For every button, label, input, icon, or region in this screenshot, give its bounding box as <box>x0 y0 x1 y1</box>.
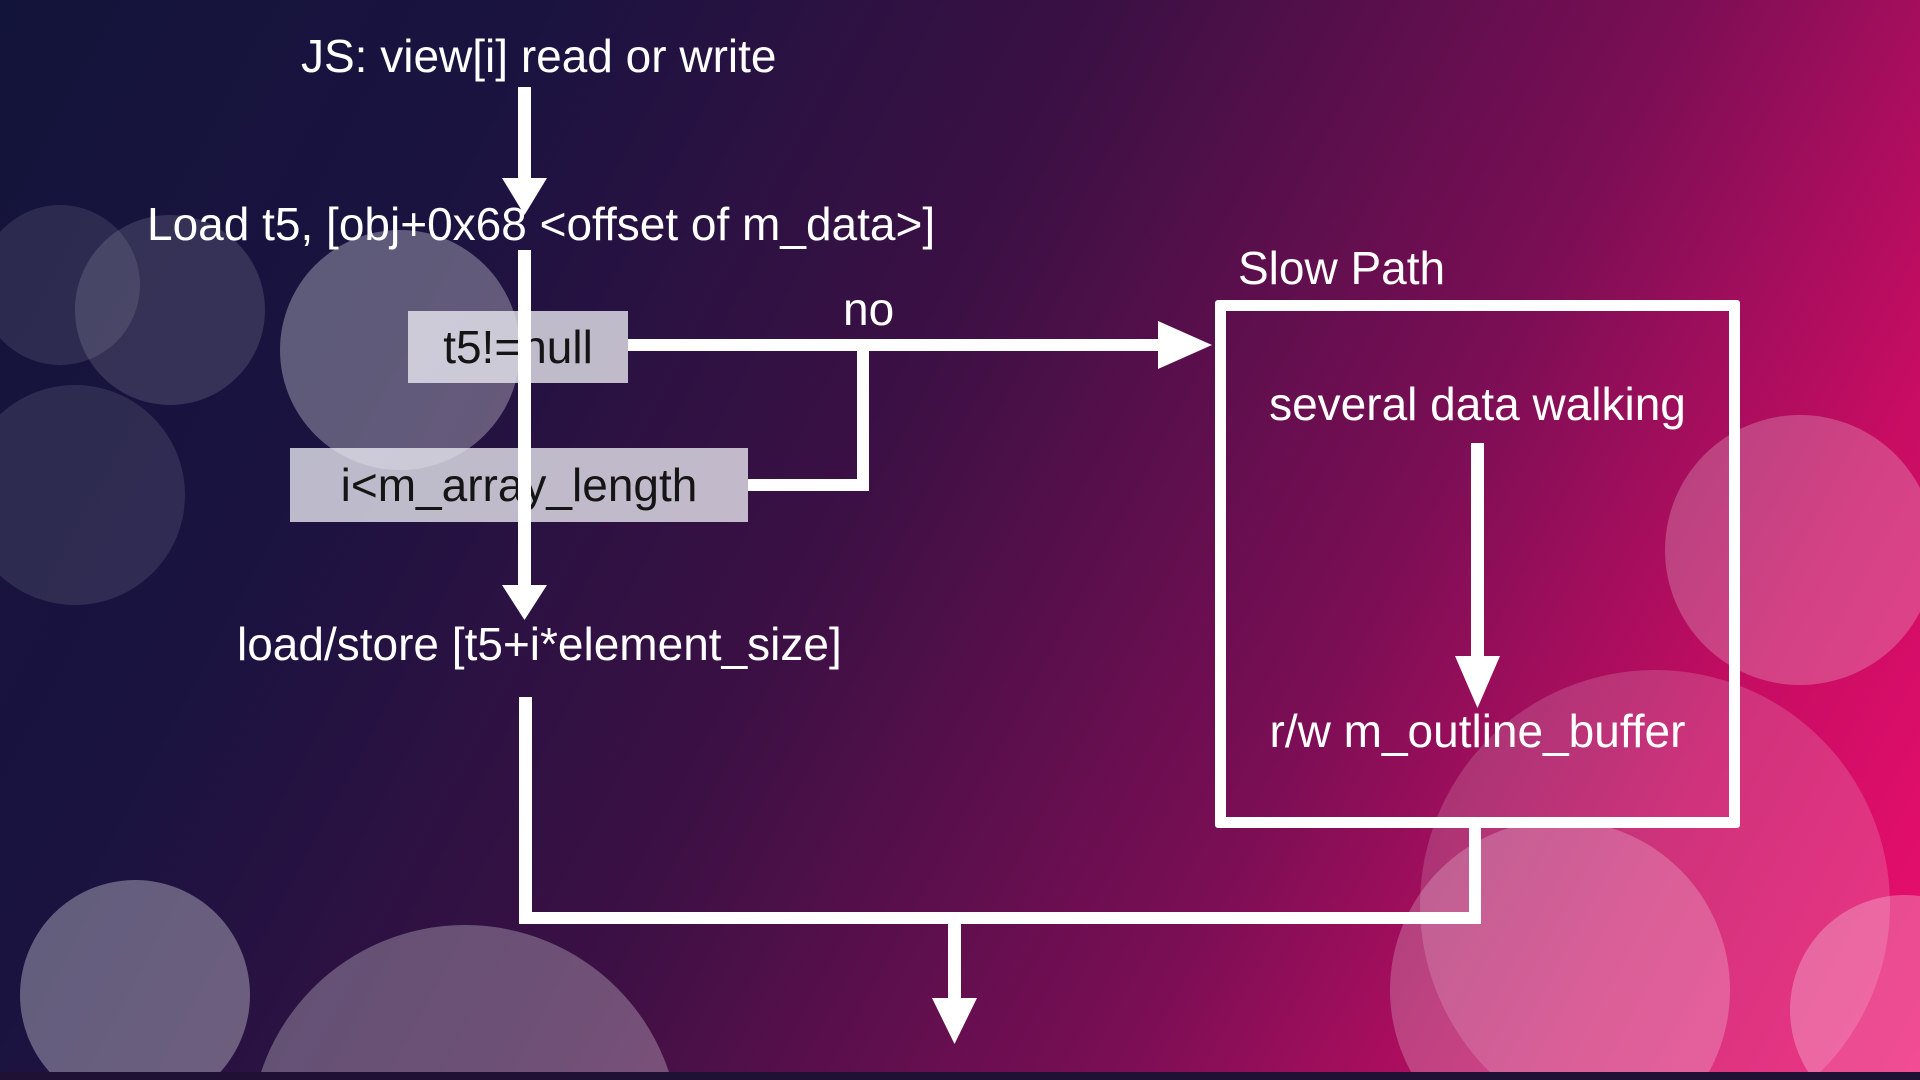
no-branch-label: no <box>843 283 895 335</box>
loadstore-exit-line <box>519 697 532 918</box>
load-node-label: Load t5, [obj+0x68 <offset of m_data>] <box>147 198 936 250</box>
arrow-title-to-load <box>502 87 547 215</box>
bokeh-circle <box>75 215 265 405</box>
slow-path-box <box>1215 300 1740 828</box>
slow-path-step1-label: several data walking <box>1269 378 1686 430</box>
connector-shapes <box>502 87 1500 1044</box>
bokeh-circle <box>1390 820 1730 1080</box>
branch-vertical-line <box>857 339 869 491</box>
bokeh-circle <box>0 385 185 605</box>
junction-horizontal-line <box>519 912 1481 924</box>
arrow-walking-to-buffer <box>1455 443 1500 708</box>
arrow-no-to-slow-path <box>628 321 1212 369</box>
bottom-edge-strip <box>0 1072 1920 1080</box>
arrow-final-down <box>932 912 977 1044</box>
bokeh-circle <box>0 205 140 365</box>
length-condition-connector <box>748 479 869 491</box>
title-node-label: JS: view[i] read or write <box>301 30 777 82</box>
slow-path-step2-label: r/w m_outline_buffer <box>1269 705 1686 757</box>
bokeh-circle <box>1420 670 1890 1080</box>
slow-path-exit-line <box>1469 826 1481 918</box>
bokeh-circle <box>20 880 250 1080</box>
bokeh-circle <box>1665 415 1920 685</box>
slow-path-title: Slow Path <box>1238 242 1446 294</box>
loadstore-node-label: load/store [t5+i*element_size] <box>237 618 842 670</box>
arrow-load-to-loadstore <box>502 250 547 620</box>
